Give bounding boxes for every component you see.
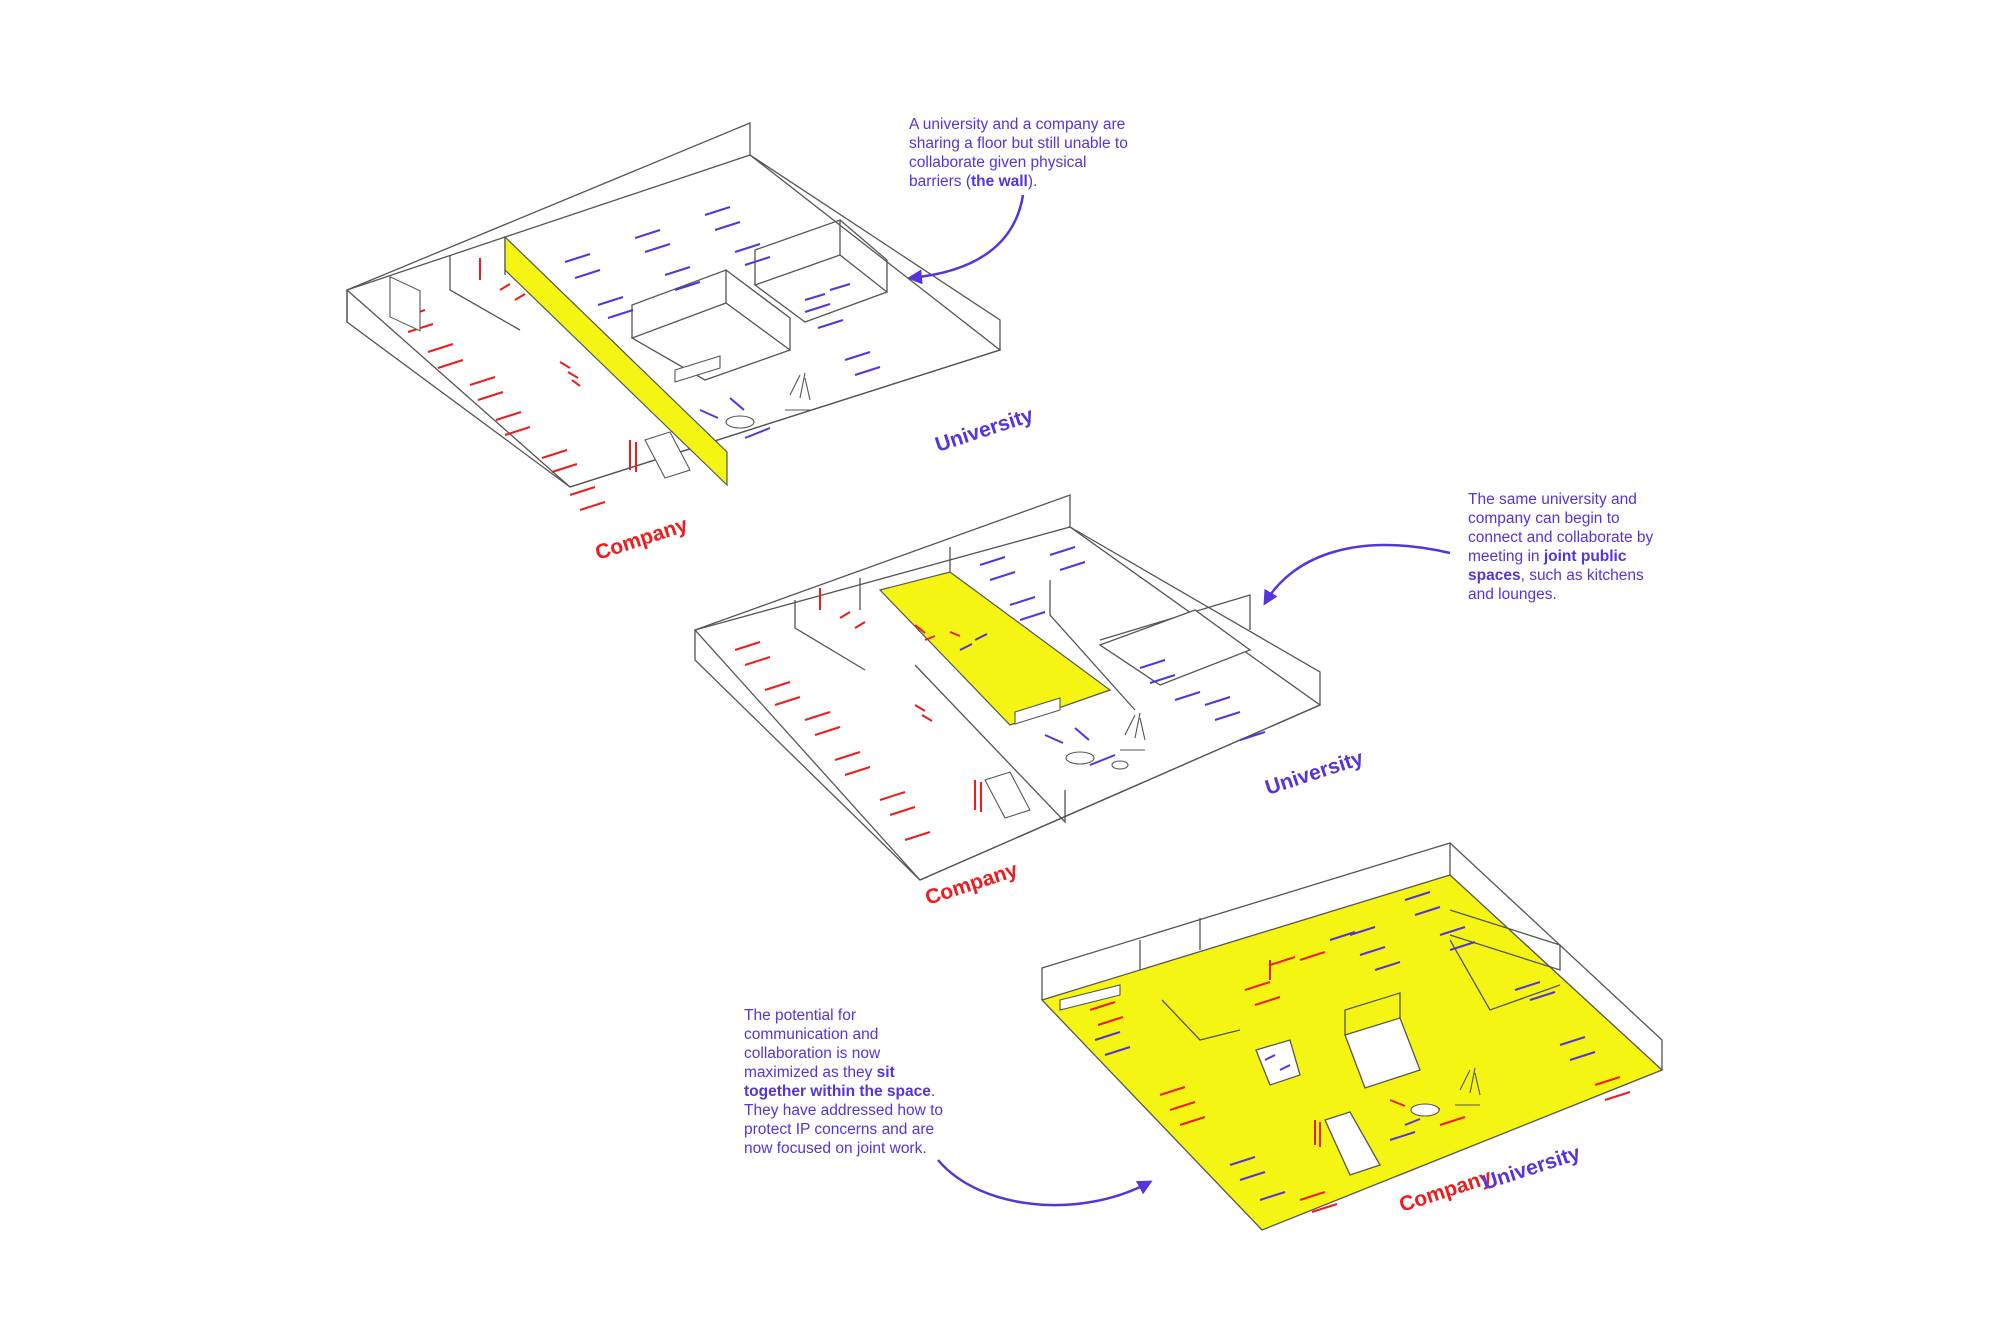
scene-3-university-label: University xyxy=(1479,1141,1583,1194)
arrow-2 xyxy=(1263,543,1451,606)
caption-run: the wall xyxy=(971,173,1028,190)
arrow-1 xyxy=(907,194,1025,285)
scene-2-company-desks xyxy=(734,588,982,841)
scene-2-university-label: University xyxy=(1262,746,1366,799)
scene-3-walls xyxy=(1041,842,1663,1176)
caption-run: ). xyxy=(1027,173,1038,190)
the-wall xyxy=(504,235,728,487)
scene-3-university-desks xyxy=(1094,891,1596,1201)
caption-run: A university and a company are sharing a… xyxy=(909,116,1128,190)
scene-2-fixtures xyxy=(984,697,1146,819)
scene-2-caption: The same university and company can begi… xyxy=(1468,490,1673,604)
scene-3-caption: The potential for communication and coll… xyxy=(744,1006,954,1158)
caption-run: The same university and company can begi… xyxy=(1468,491,1654,565)
scene-1-university-desks xyxy=(564,206,881,439)
caption-run: sit together within the space xyxy=(744,1064,931,1100)
caption-run: . They have addressed how to protect IP … xyxy=(744,1083,944,1157)
scene-2-university-desks xyxy=(959,546,1266,766)
scene-1-floor xyxy=(345,122,1002,488)
scene-1-company-label: Company xyxy=(592,513,690,565)
caption-run: joint public spaces xyxy=(1468,548,1627,584)
scene-1-caption: A university and a company are sharing a… xyxy=(909,115,1129,191)
caption-run: , such as kitchens and lounges. xyxy=(1468,567,1644,603)
caption-run: The potential for communication and coll… xyxy=(744,1007,881,1081)
joint-public-space xyxy=(878,571,1112,726)
scene-1-university-label: University xyxy=(932,403,1036,456)
arrow-3 xyxy=(937,1159,1153,1207)
scene-1-fixtures xyxy=(389,276,811,479)
scene-3-fixtures xyxy=(1059,984,1481,1117)
